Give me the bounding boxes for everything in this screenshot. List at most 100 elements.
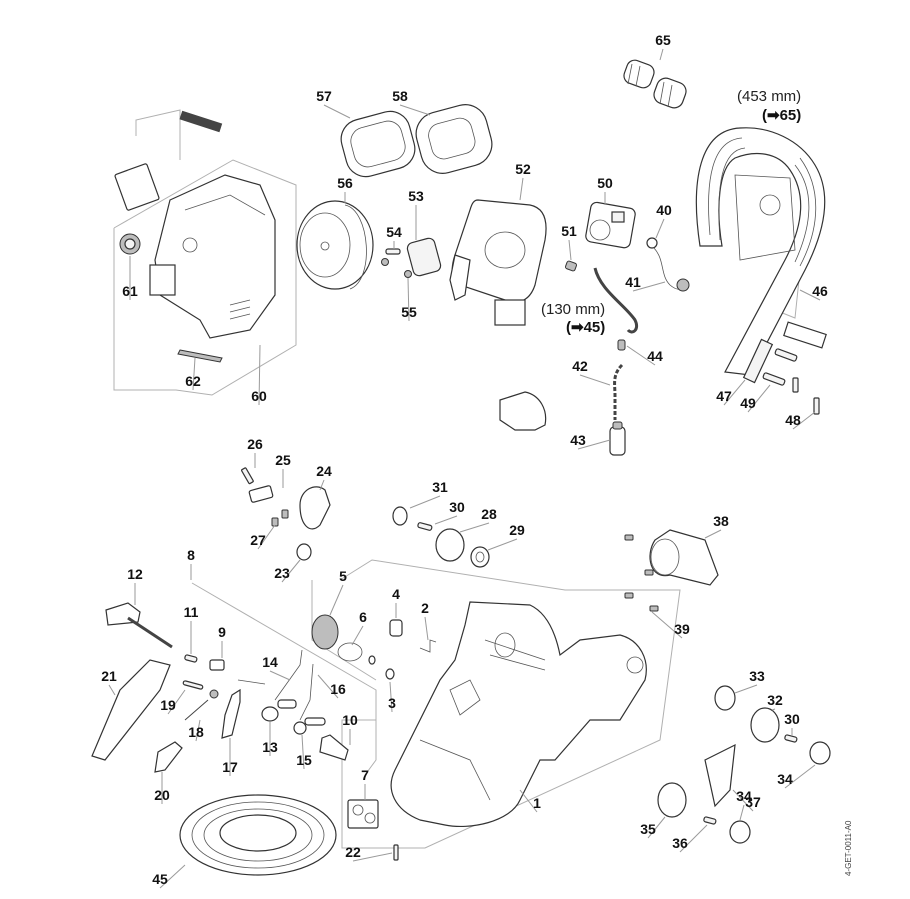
part-53-choke <box>381 237 442 278</box>
callout-label-35: 35 <box>640 821 656 837</box>
part-28-buffer <box>392 506 490 568</box>
callout-label-7: 7 <box>361 767 369 783</box>
leader-line-6 <box>351 625 364 646</box>
part-intake-boot <box>499 391 547 431</box>
part-33-washer <box>714 685 736 711</box>
leader-line-34 <box>739 804 745 821</box>
oil-pump-group-outline <box>311 580 377 681</box>
callout-label-24: 24 <box>316 463 332 479</box>
callout-label-53: 53 <box>408 188 424 204</box>
callout-label-44: 44 <box>647 348 663 364</box>
callout-label-41: 41 <box>625 274 641 290</box>
part-52-baffle <box>449 199 547 326</box>
leader-line-58 <box>399 104 431 116</box>
part-30-screw-right <box>784 734 798 743</box>
callout-label-26: 26 <box>247 436 263 452</box>
leader-line-55 <box>407 277 410 322</box>
part-19-pin <box>182 680 204 690</box>
leader-line-30 <box>434 515 458 525</box>
callout-label-2: 2 <box>421 600 429 616</box>
leader-line-2 <box>424 616 429 641</box>
part-42-fuel-line <box>609 363 626 456</box>
part-65-handle-grip <box>623 59 687 109</box>
leader-line-19 <box>167 689 186 715</box>
part-logo-decal <box>114 110 223 211</box>
callout-label-57: 57 <box>316 88 332 104</box>
callout-label-46: 46 <box>812 283 828 299</box>
part-18-spring <box>209 689 219 699</box>
leader-line-24 <box>319 479 325 491</box>
callout-labels: 1234567891011121314151617181920212223242… <box>101 32 828 887</box>
callout-label-18: 18 <box>188 724 204 740</box>
callout-label-49: 49 <box>740 395 756 411</box>
part-10-lever <box>319 734 349 761</box>
part-7-warning-decal <box>347 799 379 829</box>
hose-ref-note: (➡45) <box>566 319 605 336</box>
leader-line-49 <box>747 384 771 413</box>
callout-label-19: 19 <box>160 697 176 713</box>
callout-label-15: 15 <box>296 752 312 768</box>
callout-label-6: 6 <box>359 609 367 625</box>
part-32-buffer <box>750 707 780 743</box>
leader-line-42 <box>579 374 611 386</box>
callout-label-3: 3 <box>388 695 396 711</box>
part-34-plug-upper <box>809 741 831 765</box>
part-37-plate <box>704 743 736 808</box>
callout-label-8: 8 <box>187 547 195 563</box>
callout-label-14: 14 <box>262 654 278 670</box>
leader-line-31 <box>409 495 441 509</box>
callout-label-45: 45 <box>152 871 168 887</box>
leader-line-23 <box>281 559 301 583</box>
callout-label-54: 54 <box>386 224 402 240</box>
leader-line-14 <box>269 670 291 681</box>
leader-line-57 <box>323 104 351 119</box>
callout-label-55: 55 <box>401 304 417 320</box>
callout-label-31: 31 <box>432 479 448 495</box>
part-16-rod <box>299 663 314 721</box>
hose-length-note: (130 mm) <box>541 301 605 318</box>
part-18-spring-wire <box>184 699 209 721</box>
leader-line-39 <box>651 611 683 639</box>
callout-label-1: 1 <box>533 795 541 811</box>
callout-label-22: 22 <box>345 844 361 860</box>
callout-label-62: 62 <box>185 373 201 389</box>
part-45-coil <box>179 794 337 876</box>
leader-line-5 <box>329 584 344 616</box>
part-56-air-filter <box>296 200 374 290</box>
callout-label-29: 29 <box>509 522 525 538</box>
callout-label-42: 42 <box>572 358 588 374</box>
leader-line-3 <box>389 681 393 713</box>
part-3-washer <box>385 668 395 680</box>
leader-line-32 <box>771 708 776 711</box>
callout-label-43: 43 <box>570 432 586 448</box>
part-61-knob <box>119 233 141 255</box>
leader-line-44 <box>626 345 656 366</box>
leader-line-34 <box>784 764 816 789</box>
part-13-shaft <box>261 699 297 722</box>
callout-label-10: 10 <box>342 712 358 728</box>
callout-label-50: 50 <box>597 175 613 191</box>
part-46-front-handle <box>695 127 827 376</box>
leader-line-62 <box>192 357 196 391</box>
callout-label-32: 32 <box>767 692 783 708</box>
leader-line-52 <box>519 177 524 201</box>
handle-length-note: (453 mm) <box>737 88 801 105</box>
leader-line-45 <box>159 864 186 889</box>
part-34-plug-lower <box>729 820 751 844</box>
callout-label-60: 60 <box>251 388 267 404</box>
callout-label-12: 12 <box>127 566 143 582</box>
part-9-bracket <box>209 659 225 671</box>
callout-label-27: 27 <box>250 532 266 548</box>
part-1-crankcase <box>390 601 647 828</box>
leader-line-51 <box>568 239 572 261</box>
leader-line-29 <box>487 538 518 551</box>
part-14-wire <box>237 649 303 701</box>
callout-label-28: 28 <box>481 506 497 522</box>
leader-line-1 <box>519 789 538 813</box>
part-4-plug <box>389 619 403 637</box>
callout-label-51: 51 <box>561 223 577 239</box>
callout-label-33: 33 <box>749 668 765 684</box>
part-36-screw <box>703 816 717 825</box>
leader-line-18 <box>195 719 201 742</box>
leader-line-41 <box>632 281 666 292</box>
